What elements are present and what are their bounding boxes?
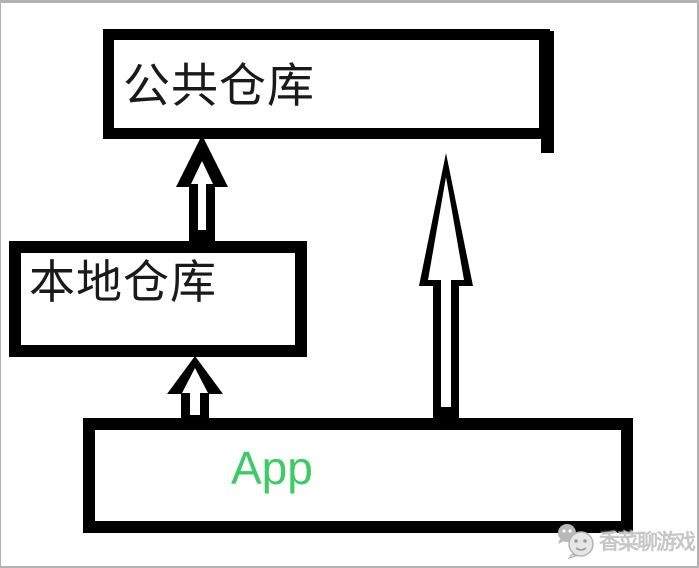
arrow-app-to-public (419, 153, 473, 420)
box-local-repo-label: 本地仓库 (29, 255, 217, 309)
arrow-app-to-local (167, 356, 223, 420)
arrow-local-to-public (176, 135, 228, 245)
box-public-repo-label: 公共仓库 (123, 59, 315, 114)
double-smiley-chat-icon (558, 524, 594, 559)
box-public-repo-right-stroke (541, 31, 554, 153)
box-public-repo: 公共仓库 (103, 29, 550, 139)
watermark: 香菜聊游戏 (554, 522, 696, 559)
box-app: App (83, 418, 633, 533)
watermark-text: 香菜聊游戏 (599, 529, 696, 554)
box-local-repo: 本地仓库 (9, 241, 307, 357)
box-app-label: App (231, 442, 313, 494)
